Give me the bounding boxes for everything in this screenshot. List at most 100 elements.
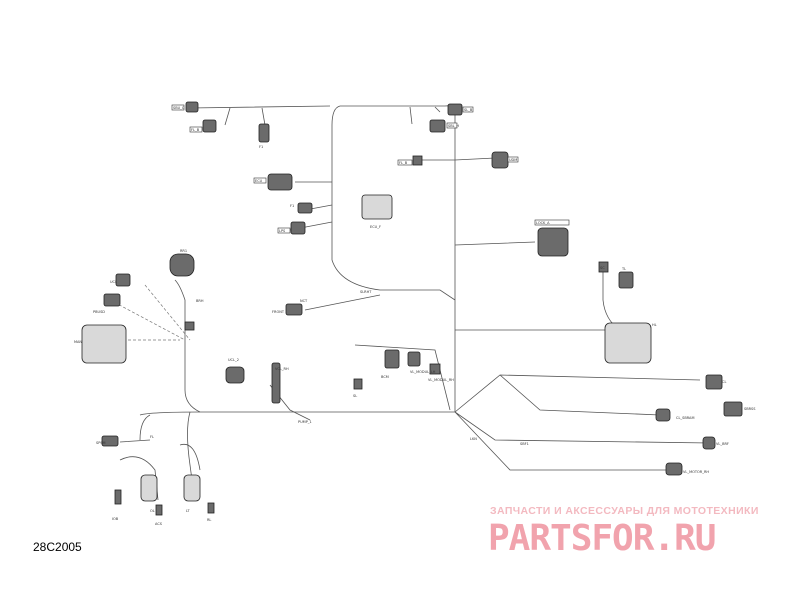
watermark-logo: PARTSFOR.RU [488,518,716,559]
connector [429,363,441,375]
callout-label: BCM [381,375,389,379]
connector [384,349,400,369]
callout-label: FRONT [272,310,285,314]
harness-right-branch-1 [454,374,711,471]
callout-label: ECU_F [370,225,381,229]
harness-front-branch [119,411,193,481]
label-tag [462,106,474,113]
connector [598,261,609,273]
harness-dashed-lead-1 [109,284,191,341]
connector [101,435,119,447]
callout-label: F1 [259,145,263,149]
callout-label: SL_B [464,108,473,112]
label-tag [277,227,291,234]
connector [285,303,303,316]
callout-label: FL_B [191,128,200,132]
harness-rear-lower-loop [119,443,201,501]
connector-small [207,502,215,514]
callout-label: SPSM [96,441,106,445]
connector [491,151,509,169]
connector [103,293,121,307]
sensor [655,408,671,422]
callout-label: VL_MOTOR_RH [683,470,709,474]
sensor [702,436,716,450]
sensor [665,462,683,476]
connector [429,119,446,133]
callout-label: VL_MODUL_LH [410,370,436,374]
callout-label: UDM [509,158,517,162]
connector-small [184,321,195,331]
callout-label: UCL_2 [228,358,239,362]
callout-label: FL [150,435,154,439]
connector [290,221,306,235]
callout-label: CL [722,380,726,384]
callout-label: MAN [74,340,82,344]
connector-small [155,504,163,516]
label-tag [534,219,570,226]
horn-unit [169,253,195,277]
harness-top-branch [189,105,441,126]
callout-label: F1 [290,204,294,208]
diagram-code: 28C2005 [33,540,82,554]
connector [115,273,131,287]
callout-label: LOCK_A [536,221,550,225]
callout-label: LPS [279,229,286,233]
label-tag [171,104,185,111]
label-tag [397,159,413,166]
connector [258,123,270,143]
callout-label: FL_B [399,161,408,165]
connector [705,374,723,390]
connector [407,351,421,367]
callout-label: RL [207,518,211,522]
callout-label: UCL [110,280,117,284]
label-tag [507,156,519,163]
callout-label: PUMP_1 [298,420,312,424]
harness-main-trunk [139,105,456,416]
label-tag [189,126,203,133]
connector-small [353,378,363,390]
speed-sensor [183,474,201,502]
callout-label: SBL_H [448,124,459,128]
callout-label: PBUSD [93,310,105,314]
connector [412,155,423,166]
callout-label: NCT [300,299,308,303]
callout-label: SL [353,394,357,398]
label-tag [446,122,458,129]
callout-label: TL [621,267,626,271]
connector [618,271,634,289]
connector [723,401,743,417]
harness-lock-lead [602,270,621,331]
callout-label: SC [600,266,605,270]
connector [202,119,217,133]
fuse-strip [271,362,281,404]
callout-label: VCL_RH [275,367,289,371]
harness-center-branch [269,181,451,421]
callout-label: LT [186,509,190,513]
callout-label: IOB [112,517,119,521]
callout-label: VL_BRF [716,442,729,446]
connector [185,101,199,113]
connector [447,103,463,116]
harness-ecu-branch [420,157,610,331]
callout-label: OL [150,509,155,513]
connector [225,366,245,384]
harness-left-branch [174,279,201,413]
watermark-subtitle: ЗАПЧАСТИ И АКСЕССУАРЫ ДЛЯ МОТОТЕХНИКИ [490,505,759,517]
callout-label: CL_SBRAM [676,416,694,420]
connector-small [114,489,122,505]
ecu-module [361,194,393,220]
fuse-box [81,324,127,364]
connector [297,202,313,214]
callout-label: HL [652,323,657,327]
callout-label: SLRHT [360,290,372,294]
relay-module [537,227,569,257]
callout-label: ACS [155,522,163,526]
callout-label: SBU_C [173,106,185,110]
callout-label: SBF1 [520,442,529,446]
label-tag [253,177,267,184]
connector [267,173,293,191]
callout-label: BRH [196,299,204,303]
callout-label: ECU [255,179,263,183]
speed-sensor [140,474,158,502]
